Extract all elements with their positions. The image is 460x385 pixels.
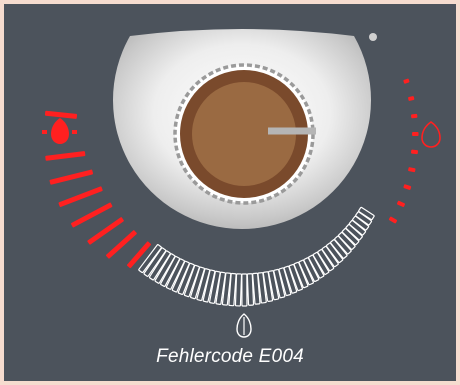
- rotary-knob[interactable]: [175, 65, 316, 203]
- dial-display: [4, 4, 456, 381]
- scale-tick-active: [408, 96, 415, 101]
- status-dot: [369, 33, 377, 41]
- scale-tick-active: [411, 114, 418, 119]
- scale-tick: [155, 253, 176, 283]
- scale-tick: [242, 274, 247, 306]
- scale-tick-active: [397, 201, 406, 208]
- scale-tick-active: [45, 151, 85, 161]
- scale-tick-active: [58, 186, 103, 207]
- scale-tick-active: [389, 216, 398, 223]
- scale-tick: [149, 251, 170, 281]
- scale-tick-active: [106, 230, 138, 259]
- error-code-label: Fehlercode E004: [4, 346, 456, 368]
- scale-tick: [197, 269, 210, 301]
- scale-tick-active: [45, 111, 77, 119]
- scale-tick: [235, 274, 241, 306]
- scale-tick-active: [49, 169, 93, 184]
- flame-outline-icon: [422, 122, 440, 147]
- scale-tick: [144, 248, 166, 277]
- scale-tick: [203, 270, 215, 302]
- scale-tick-active: [403, 78, 410, 84]
- scale-tick-active: [411, 150, 418, 155]
- scale-tick: [166, 259, 185, 290]
- scale-tick-active: [408, 167, 416, 172]
- scale-tick-active: [71, 202, 113, 228]
- control-panel: Fehlercode E004: [4, 4, 456, 381]
- scale-tick-active: [87, 217, 124, 245]
- scale-tick: [160, 256, 180, 287]
- flame-small-icon: [237, 314, 251, 337]
- scale-tick-active: [412, 132, 419, 136]
- scale-tick-active: [403, 184, 411, 190]
- flame-filled-icon: [42, 118, 77, 144]
- scale-tick-active: [127, 241, 152, 268]
